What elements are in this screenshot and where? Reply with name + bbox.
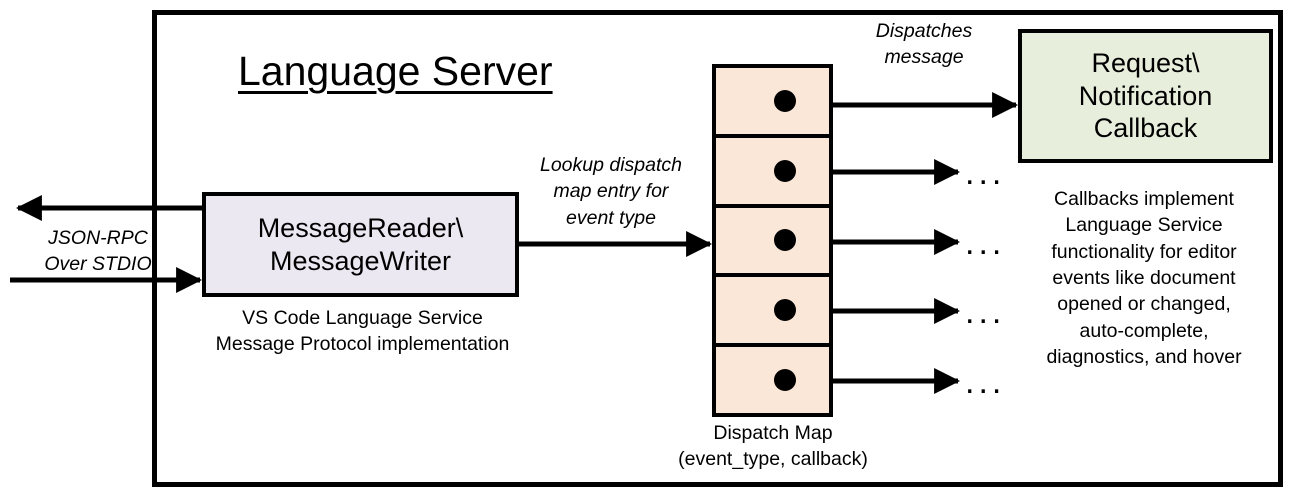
callback-caption-line-3: functionality for editor — [1051, 240, 1237, 263]
dispatches-label-line-1: Dispatches — [875, 20, 973, 42]
dispatch-map-row[interactable] — [716, 347, 829, 413]
dispatch-entry-dot-icon — [774, 229, 796, 252]
dispatches-message-label: Dispatches message — [838, 18, 1010, 71]
jsonrpc-label-line-1: JSON-RPC — [48, 227, 148, 249]
message-reader-writer-box[interactable]: MessageReader\ MessageWriter — [202, 192, 519, 297]
ellipsis-row-4: ... — [965, 293, 1006, 331]
lookup-label-line-2: map entry for — [553, 180, 669, 203]
ellipsis-row-5: ... — [965, 363, 1006, 401]
jsonrpc-transport-label: JSON-RPC Over STDIO — [28, 225, 168, 278]
lookup-dispatch-label: Lookup dispatch map entry for event type — [518, 152, 704, 231]
dispatch-map-row[interactable] — [716, 208, 829, 278]
callback-caption-line-4: events like document — [1052, 266, 1236, 289]
dispatch-map-row[interactable] — [716, 68, 829, 138]
diagram-title: Language Server — [238, 48, 553, 94]
callback-caption: Callbacks implement Language Service fun… — [1008, 186, 1280, 370]
message-reader-writer-caption: VS Code Language Service Message Protoco… — [190, 306, 535, 358]
dispatch-map-caption-line-2: (event_type, callback) — [678, 447, 868, 470]
jsonrpc-label-line-2: Over STDIO — [44, 253, 152, 276]
dispatch-map-row[interactable] — [716, 277, 829, 348]
callback-line-2: Notification — [1078, 80, 1213, 111]
dispatch-map-table[interactable] — [712, 64, 833, 417]
ellipsis-row-3: ... — [965, 224, 1006, 262]
callback-caption-line-1: Callbacks implement — [1054, 188, 1234, 210]
dispatch-entry-dot-icon — [774, 299, 796, 322]
dispatch-entry-dot-icon — [774, 89, 796, 112]
message-rw-caption-line-1: VS Code Language Service — [242, 307, 483, 329]
message-rw-caption-line-2: Message Protocol implementation — [215, 332, 510, 355]
callback-caption-line-6: auto-complete, — [1079, 319, 1209, 342]
dispatch-entry-dot-icon — [774, 159, 796, 182]
dispatches-label-line-2: message — [884, 46, 964, 69]
lookup-label-line-3: event type — [566, 206, 656, 229]
language-server-container — [152, 10, 1283, 487]
callback-line-1: Request\ — [1091, 48, 1200, 79]
message-rw-line-2: MessageWriter — [269, 245, 452, 276]
dispatch-map-caption: Dispatch Map (event_type, callback) — [648, 421, 898, 473]
dispatch-map-row[interactable] — [716, 138, 829, 208]
ellipsis-row-2: ... — [965, 154, 1006, 192]
dispatch-entry-dot-icon — [774, 369, 796, 392]
callback-caption-line-5: opened or changed, — [1057, 293, 1231, 316]
request-notification-callback-box[interactable]: Request\ Notification Callback — [1018, 29, 1273, 163]
dispatch-map-caption-line-1: Dispatch Map — [713, 422, 833, 444]
lookup-label-line-1: Lookup dispatch — [539, 154, 683, 176]
callback-caption-line-2: Language Service — [1065, 214, 1223, 237]
message-rw-line-1: MessageReader\ — [257, 212, 464, 243]
callback-line-3: Callback — [1093, 113, 1198, 144]
callback-caption-line-7: diagnostics, and hover — [1046, 345, 1242, 368]
